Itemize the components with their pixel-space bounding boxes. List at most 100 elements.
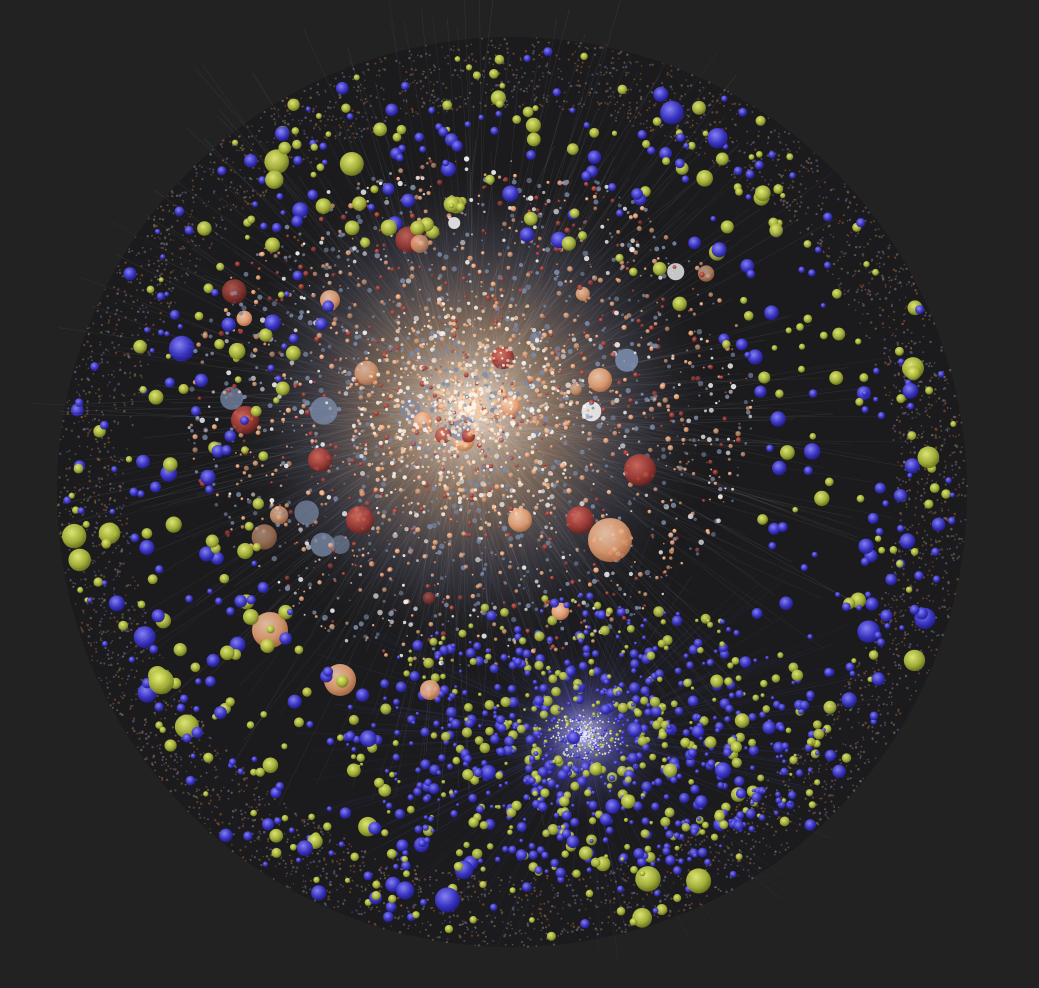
ring-dot <box>98 450 102 453</box>
ring-dot <box>470 895 473 898</box>
ring-dot <box>483 76 486 79</box>
ring-dot <box>703 839 706 842</box>
ring-dot <box>132 576 134 578</box>
ring-dot <box>304 886 307 889</box>
ring-dot <box>107 696 110 699</box>
ring-dot <box>187 222 190 225</box>
ring-dot <box>616 101 619 103</box>
ring-dot <box>104 646 107 650</box>
ring-dot <box>366 62 369 66</box>
ring-dot <box>563 91 566 94</box>
blue-node <box>733 166 743 176</box>
ring-dot <box>135 254 138 256</box>
ring-dot <box>471 874 474 877</box>
ring-dot <box>100 633 103 635</box>
ring-dot <box>873 670 876 674</box>
ring-dot <box>165 778 169 782</box>
ring-dot <box>215 223 218 226</box>
ring-dot <box>650 91 654 94</box>
ring-dot <box>898 420 902 423</box>
ring-dot <box>622 66 624 69</box>
ring-dot <box>493 924 496 928</box>
olive-node <box>525 117 541 133</box>
ring-dot <box>850 708 852 711</box>
ring-dot <box>113 403 116 406</box>
blue-node <box>164 291 170 297</box>
ring-dot <box>733 176 736 179</box>
ring-dot <box>92 597 95 601</box>
ring-dot <box>201 727 203 729</box>
ring-dot <box>579 898 582 901</box>
ring-dot <box>764 179 767 182</box>
ring-dot <box>888 349 891 352</box>
ring-dot <box>742 868 745 871</box>
ring-dot <box>746 799 749 802</box>
ring-dot <box>731 103 734 105</box>
olive-node <box>906 365 921 381</box>
ring-dot <box>170 704 173 708</box>
blue-node <box>335 81 349 95</box>
ring-dot <box>98 401 101 404</box>
ring-dot <box>131 334 134 337</box>
ring-dot <box>81 514 84 516</box>
ring-dot <box>528 85 530 87</box>
ring-dot <box>146 234 149 238</box>
ring-dot <box>584 908 587 910</box>
ring-dot <box>767 117 770 120</box>
ring-dot <box>95 484 98 487</box>
ring-dot <box>874 640 877 644</box>
ring-dot <box>779 173 782 177</box>
ring-dot <box>397 119 400 122</box>
ring-dot <box>754 840 757 843</box>
ring-dot <box>94 561 97 563</box>
ring-dot <box>845 765 848 767</box>
ring-dot <box>116 271 119 274</box>
ring-dot <box>906 442 908 444</box>
ring-dot <box>713 162 715 164</box>
ring-dot <box>914 497 917 500</box>
ring-dot <box>88 470 91 473</box>
blue-node <box>133 626 156 649</box>
ring-dot <box>541 926 545 930</box>
ring-dot <box>292 165 295 168</box>
ring-dot <box>893 571 897 574</box>
ring-dot <box>219 143 222 146</box>
ring-dot <box>727 858 730 861</box>
ring-dot <box>711 111 714 114</box>
ring-dot <box>284 115 287 118</box>
ring-dot <box>443 98 445 100</box>
ring-dot <box>783 130 786 133</box>
ring-dot <box>207 200 210 203</box>
ring-dot <box>875 254 879 258</box>
ring-dot <box>503 38 507 41</box>
ring-dot <box>466 881 470 885</box>
ring-dot <box>808 226 810 229</box>
ring-dot <box>475 60 477 63</box>
ring-dot <box>555 54 558 57</box>
ring-dot <box>345 876 347 878</box>
ring-dot <box>639 78 642 81</box>
ring-dot <box>512 883 515 886</box>
ring-dot <box>900 609 903 612</box>
ring-dot <box>736 865 739 867</box>
blue-node <box>87 597 93 604</box>
ring-dot <box>857 269 861 273</box>
ring-dot <box>447 54 449 57</box>
ring-dot <box>473 890 477 894</box>
ring-dot <box>624 923 627 926</box>
ring-dot <box>906 578 910 582</box>
ring-dot <box>121 691 124 694</box>
ring-dot <box>628 105 631 108</box>
ring-dot <box>440 99 444 103</box>
ring-dot <box>65 428 68 431</box>
ring-dot <box>665 894 669 898</box>
ring-dot <box>599 46 602 49</box>
ring-dot <box>418 879 421 882</box>
ring-dot <box>894 664 897 667</box>
ring-dot <box>903 319 906 323</box>
ring-dot <box>246 125 249 128</box>
ring-dot <box>210 174 212 176</box>
ring-dot <box>614 923 617 926</box>
ring-dot <box>705 136 708 140</box>
ring-dot <box>634 61 637 63</box>
